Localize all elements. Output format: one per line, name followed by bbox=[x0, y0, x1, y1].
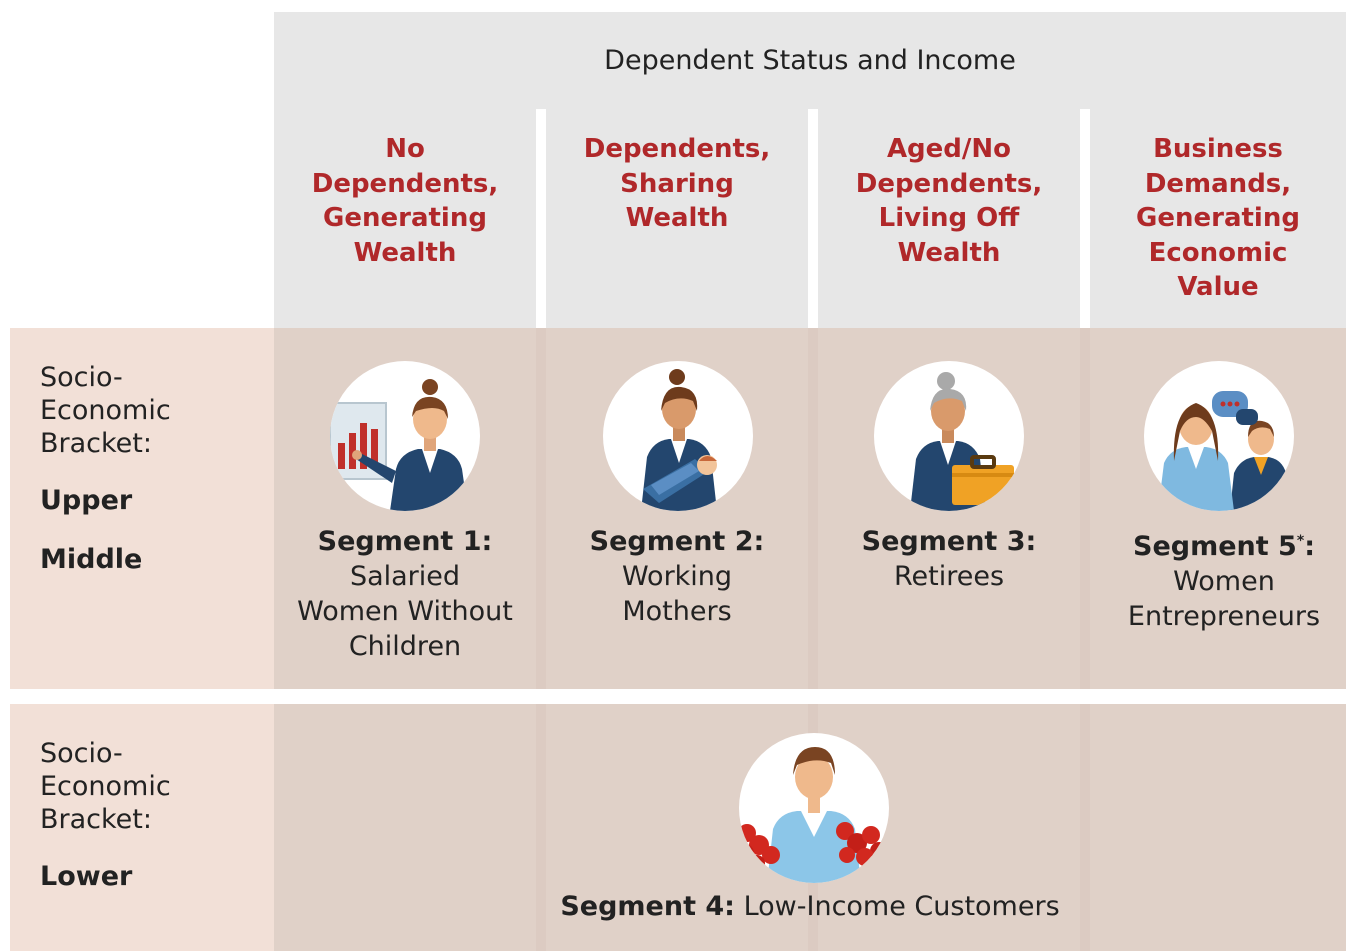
retiree-with-briefcase-icon bbox=[874, 361, 1024, 511]
row-label-lower: Socio- Economic Bracket: Lower bbox=[40, 737, 270, 893]
mother-with-baby-icon bbox=[603, 361, 753, 511]
header-band bbox=[274, 12, 1346, 109]
segment-3-title: Segment 3: bbox=[861, 526, 1037, 557]
column-header-bg-3 bbox=[818, 108, 1080, 329]
column-title-4: Business Demands, Generating Economic Va… bbox=[1136, 134, 1300, 302]
column-divider bbox=[1080, 704, 1090, 951]
segment-4-title: Segment 4: bbox=[560, 891, 735, 922]
segment-5-label: Segment 5*: Women Entrepreneurs bbox=[1090, 524, 1346, 634]
segment-5-title: Segment 5*: bbox=[1133, 531, 1315, 562]
column-divider bbox=[1080, 328, 1090, 689]
bracket-level-lower: Lower bbox=[40, 861, 133, 892]
column-header-bg-4 bbox=[1090, 108, 1346, 329]
entrepreneurs-talking-icon bbox=[1144, 361, 1294, 511]
bracket-level-middle: Middle bbox=[40, 544, 143, 575]
row-label-bg-lower bbox=[10, 704, 274, 951]
column-header-bg-2 bbox=[546, 108, 808, 329]
column-divider bbox=[536, 328, 546, 689]
column-divider bbox=[808, 328, 818, 689]
segment-4-label: Segment 4: Low-Income Customers bbox=[274, 891, 1346, 922]
segment-2-title: Segment 2: bbox=[589, 526, 765, 557]
segment-1-title: Segment 1: bbox=[317, 526, 493, 557]
matrix-title: Dependent Status and Income bbox=[604, 45, 1016, 76]
segment-1-label: Segment 1: Salaried Women Without Childr… bbox=[274, 524, 536, 664]
presenter-woman-icon bbox=[330, 361, 480, 511]
segment-2-label: Segment 2: Working Mothers bbox=[546, 524, 808, 629]
row-label-bg-upper bbox=[10, 328, 274, 689]
bracket-level-upper: Upper bbox=[40, 485, 133, 516]
column-title-2: Dependents, Sharing Wealth bbox=[583, 134, 771, 233]
column-header-bg-1 bbox=[274, 108, 536, 329]
column-title-3: Aged/No Dependents, Living Off Wealth bbox=[855, 134, 1043, 268]
column-divider bbox=[536, 704, 546, 951]
row-label-upper-middle: Socio- Economic Bracket: Upper Middle bbox=[40, 361, 270, 576]
vendor-with-tomatoes-icon bbox=[739, 733, 889, 883]
segment-3-label: Segment 3: Retirees bbox=[818, 524, 1080, 594]
footnote-marker: * bbox=[1296, 533, 1305, 549]
segment-4-desc: Low-Income Customers bbox=[743, 891, 1060, 922]
column-title-1: No Dependents, Generating Wealth bbox=[311, 134, 499, 268]
